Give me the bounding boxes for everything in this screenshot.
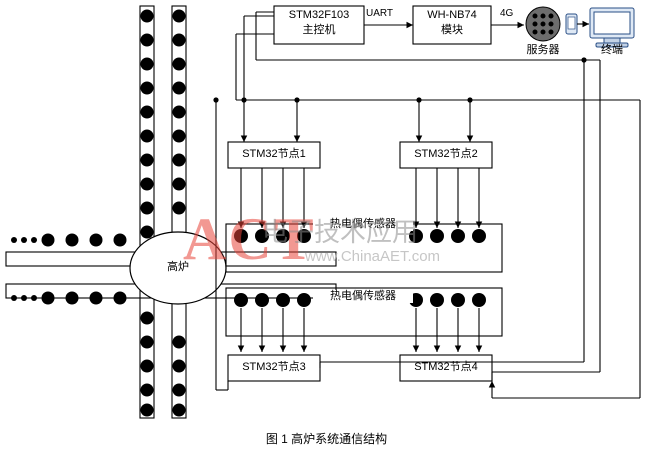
server-label: 服务器 [526, 44, 560, 56]
sensor-label-bottom: 热电偶传感器 [313, 290, 413, 303]
sensor-dots-vertical [140, 9, 186, 417]
module-label-line1: WH-NB74 [427, 9, 477, 21]
terminal-icon [589, 7, 635, 48]
node4-label: STM32节点4 [414, 361, 478, 373]
mcu-label-line2: 主控机 [302, 24, 336, 36]
furnace-label: 高炉 [167, 261, 189, 273]
node-boxes [227, 141, 493, 382]
node3-label: STM32节点3 [242, 361, 306, 373]
node1-label: STM32节点1 [242, 148, 306, 160]
connection-lines [213, 11, 641, 399]
module-label-line2: 模块 [441, 24, 463, 36]
mcu-label-line1: STM32F103 [288, 9, 350, 21]
server-icon [525, 6, 578, 42]
sensor-label-top: 热电偶传感器 [313, 218, 413, 231]
fourg-label: 4G [500, 8, 514, 19]
terminal-label: 终端 [601, 44, 623, 56]
thermocouple-dots [234, 229, 486, 307]
uart-label: UART [366, 8, 394, 19]
ellipsis-dots-left [11, 237, 37, 301]
sensor-dots-horizontal [41, 233, 127, 305]
node2-label: STM32节点2 [414, 148, 478, 160]
figure-caption: 图 1 高炉系统通信结构 [265, 432, 388, 446]
